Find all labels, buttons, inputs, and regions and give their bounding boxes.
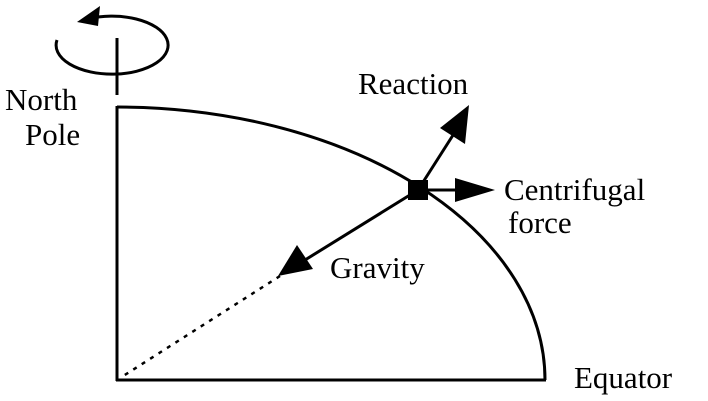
- gravity-label: Gravity: [330, 250, 425, 285]
- rotation-arrow-icon: [54, 6, 170, 76]
- equator-label: Equator: [574, 360, 673, 395]
- north-pole-label-line1: North: [5, 82, 78, 117]
- gravity-arrow: [278, 188, 419, 276]
- centrifugal-label-line2: force: [508, 205, 572, 240]
- centrifugal-arrow: [418, 178, 495, 202]
- dotted-line-to-center: [119, 274, 281, 380]
- centrifugal-label-line1: Centrifugal: [504, 172, 645, 207]
- mass-point: [408, 180, 428, 200]
- reaction-arrow: [416, 105, 469, 191]
- north-pole-label-line2: Pole: [25, 117, 80, 152]
- reaction-label: Reaction: [358, 66, 469, 101]
